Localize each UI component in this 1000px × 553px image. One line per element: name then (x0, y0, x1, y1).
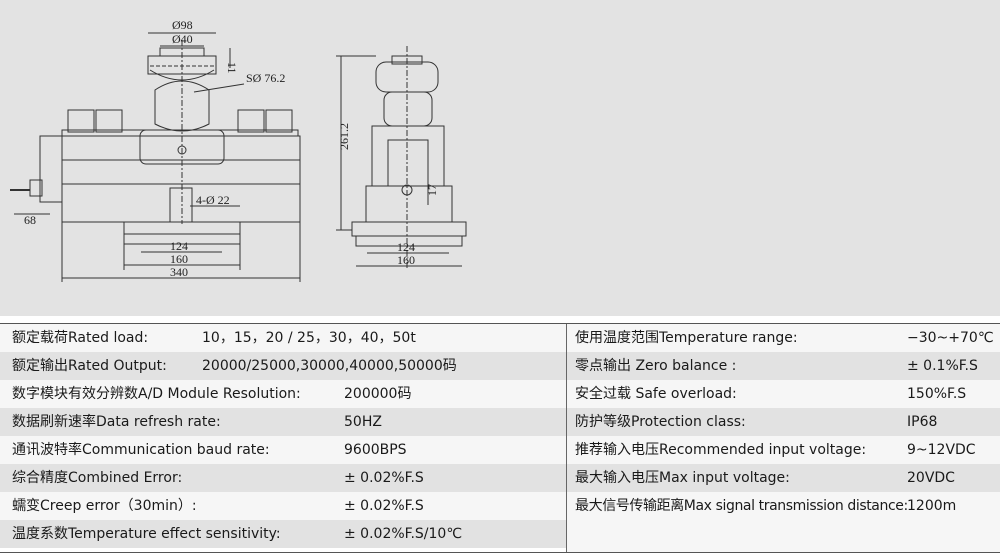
spec-value: 10，15，20 / 25，30，40，50t (202, 330, 416, 346)
dim-h17: 17 (425, 184, 439, 196)
spec-value: 20000/25000,30000,40000,50000码 (202, 358, 457, 374)
spec-label: 额定载荷Rated load: (12, 330, 149, 346)
spec-value: −30~+70℃ (907, 330, 994, 346)
dim-w160: 160 (170, 252, 188, 266)
spec-value: ± 0.02%F.S (344, 498, 424, 514)
drawing-svg: Ø98 Ø40 11 SØ 76.2 68 4-Ø 22 124 160 340… (10, 18, 467, 282)
spec-row: 最大输入电压Max input voltage: 20VDC (567, 464, 1000, 493)
spec-label: 使用温度范围Temperature range: (575, 330, 798, 346)
technical-drawing: Ø98 Ø40 11 SØ 76.2 68 4-Ø 22 124 160 340… (0, 0, 1000, 316)
dim-h11: 11 (225, 62, 239, 74)
spec-label: 最大信号传输距离Max signal transmission distance… (575, 498, 908, 514)
spec-label: 蠕变Creep error（30min）: (12, 498, 197, 514)
spec-row: 使用温度范围Temperature range: −30~+70℃ (567, 324, 1000, 353)
spec-row: 防护等级Protection class: IP68 (567, 408, 1000, 437)
spec-label: 温度系数Temperature effect sensitivity: (12, 526, 281, 542)
spec-row: 额定输出Rated Output: 20000/25000,30000,4000… (0, 352, 566, 381)
spec-row: 温度系数Temperature effect sensitivity: ± 0.… (0, 520, 566, 548)
spec-value: ± 0.02%F.S (344, 470, 424, 486)
spec-value: IP68 (907, 414, 938, 430)
spec-row: 综合精度Combined Error: ± 0.02%F.S (0, 464, 566, 493)
spec-row: 推荐输入电压Recommended input voltage: 9~12VDC (567, 436, 1000, 465)
dim-w124: 124 (170, 239, 188, 253)
spec-value: 1200m (907, 498, 957, 514)
spec-value: 50HZ (344, 414, 382, 430)
spec-column-left: 额定载荷Rated load: 10，15，20 / 25，30，40，50t … (0, 324, 566, 552)
dim-side160: 160 (397, 253, 415, 267)
spec-value: 150%F.S (907, 386, 967, 402)
spec-label: 综合精度Combined Error: (12, 470, 183, 486)
spec-row: 零点输出 Zero balance : ± 0.1%F.S (567, 352, 1000, 381)
dim-w68: 68 (24, 213, 36, 227)
spec-label: 安全过载 Safe overload: (575, 386, 737, 402)
spec-value: 9600BPS (344, 442, 407, 458)
spec-value: ± 0.02%F.S/10℃ (344, 526, 463, 542)
spec-value: 20VDC (907, 470, 955, 486)
dim-side124: 124 (397, 240, 415, 254)
spec-row: 蠕变Creep error（30min）: ± 0.02%F.S (0, 492, 566, 521)
spec-label: 数字模块有效分辨数A/D Module Resolution: (12, 386, 301, 402)
spec-table: 额定载荷Rated load: 10，15，20 / 25，30，40，50t … (0, 323, 1000, 553)
spec-label: 数据刷新速率Data refresh rate: (12, 414, 221, 430)
dim-d98: Ø98 (172, 18, 193, 32)
spec-row: 安全过载 Safe overload: 150%F.S (567, 380, 1000, 409)
spec-row: 数字模块有效分辨数A/D Module Resolution: 200000码 (0, 380, 566, 409)
spec-row: 通讯波特率Communication baud rate: 9600BPS (0, 436, 566, 465)
spec-label: 额定输出Rated Output: (12, 358, 167, 374)
dim-w340: 340 (170, 265, 188, 279)
side-view (336, 46, 467, 270)
dim-d40: Ø40 (172, 32, 193, 46)
spec-row: 额定载荷Rated load: 10，15，20 / 25，30，40，50t (0, 324, 566, 353)
spec-label: 通讯波特率Communication baud rate: (12, 442, 270, 458)
spec-value: ± 0.1%F.S (907, 358, 978, 374)
spec-row: 数据刷新速率Data refresh rate: 50HZ (0, 408, 566, 437)
spec-row: 最大信号传输距离Max signal transmission distance… (567, 492, 1000, 552)
spec-column-right: 使用温度范围Temperature range: −30~+70℃ 零点输出 Z… (566, 324, 1000, 552)
spec-value: 200000码 (344, 386, 412, 402)
spec-label: 最大输入电压Max input voltage: (575, 470, 790, 486)
front-view (10, 32, 301, 282)
spec-label: 防护等级Protection class: (575, 414, 746, 430)
spec-label: 零点输出 Zero balance : (575, 358, 737, 374)
dim-h2612: 261.2 (337, 123, 351, 150)
spec-value: 9~12VDC (907, 442, 976, 458)
spec-label: 推荐输入电压Recommended input voltage: (575, 442, 867, 458)
dim-holes: 4-Ø 22 (196, 193, 230, 207)
dim-sphere: SØ 76.2 (246, 71, 285, 85)
